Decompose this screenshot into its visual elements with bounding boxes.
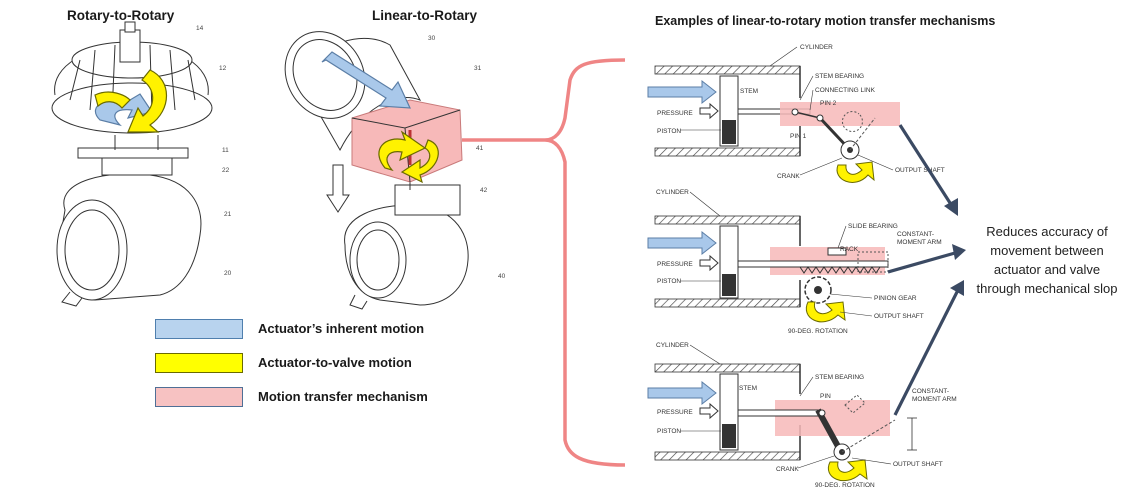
label-pinion-gear: PINION GEAR	[874, 295, 917, 302]
part-number: 20	[224, 270, 232, 277]
pointer-arrows	[887, 124, 966, 416]
label-constant: CONSTANT-	[897, 231, 934, 238]
label-output-shaft: OUTPUT SHAFT	[874, 313, 924, 320]
label-pin-1: PIN 1	[790, 133, 807, 140]
linear-part-numbers: 30 31 41 42 40	[428, 35, 506, 280]
label-slide-bearing: SLIDE BEARING	[848, 223, 898, 230]
label-connecting-link: CONNECTING LINK	[815, 87, 876, 94]
linear-to-rotary-valve	[284, 31, 469, 310]
label-stem-bearing: STEM BEARING	[815, 73, 864, 80]
part-number: 40	[498, 273, 506, 280]
label-piston: PISTON	[657, 278, 681, 285]
legend-label-inherent-motion: Actuator’s inherent motion	[258, 321, 425, 336]
rotary-part-numbers: 14 12 11 22 21 20	[196, 25, 232, 277]
legend-swatch-inherent-motion	[155, 319, 243, 339]
label-constant: CONSTANT-	[912, 388, 949, 395]
label-crank: CRANK	[777, 173, 800, 180]
label-stem-bearing: STEM BEARING	[815, 374, 864, 381]
label-stem: STEM	[739, 385, 757, 392]
label-rotation: 90-DEG. ROTATION	[815, 482, 875, 489]
legend-label-actuator-to-valve: Actuator-to-valve motion	[258, 355, 412, 370]
part-number: 31	[474, 65, 482, 72]
label-pin: PIN	[820, 393, 831, 400]
part-number: 30	[428, 35, 436, 42]
rotary-to-rotary-valve	[51, 21, 213, 307]
part-number: 42	[480, 187, 488, 194]
legend-swatch-transfer-mechanism	[155, 387, 243, 407]
label-pressure: PRESSURE	[657, 110, 693, 117]
label-rotation: 90-DEG. ROTATION	[788, 328, 848, 335]
mechanism-2-diagram	[647, 215, 889, 323]
mechanism-3-labels: CYLINDER STEM BEARING STEM PIN CONSTANT-…	[656, 342, 957, 489]
label-output-shaft: OUTPUT SHAFT	[893, 461, 943, 468]
pink-bracket	[462, 58, 626, 467]
part-number: 21	[224, 211, 232, 218]
mechanism-3-diagram	[647, 363, 917, 482]
part-number: 41	[476, 145, 484, 152]
label-crank: CRANK	[776, 466, 799, 473]
part-number: 11	[222, 147, 229, 154]
label-moment-arm: MOMENT ARM	[912, 396, 957, 403]
label-pressure: PRESSURE	[657, 261, 693, 268]
label-output-shaft: OUTPUT SHAFT	[895, 167, 945, 174]
linear-to-rotary-title: Linear-to-Rotary	[372, 8, 478, 23]
label-pin-2: PIN 2	[820, 100, 837, 107]
part-number: 12	[219, 65, 227, 72]
legend-swatch-actuator-to-valve	[155, 353, 243, 373]
label-piston: PISTON	[657, 428, 681, 435]
label-cylinder: CYLINDER	[656, 342, 689, 349]
label-pressure: PRESSURE	[657, 409, 693, 416]
label-moment-arm: MOMENT ARM	[897, 239, 942, 246]
label-rack: RACK	[840, 246, 859, 253]
examples-title: Examples of linear-to-rotary motion tran…	[655, 14, 996, 28]
rotary-to-rotary-title: Rotary-to-Rotary	[67, 8, 175, 23]
part-number: 22	[222, 167, 230, 174]
legend-label-transfer-mechanism: Motion transfer mechanism	[258, 389, 428, 404]
mechanism-1-diagram	[647, 65, 900, 183]
mechanism-2-labels: CYLINDER SLIDE BEARING RACK CONSTANT- MO…	[656, 189, 942, 335]
slop-note: Reduces accuracy of movement between act…	[976, 224, 1118, 296]
label-piston: PISTON	[657, 128, 681, 135]
mechanism-1-labels: CYLINDER STEM BEARING CONNECTING LINK PI…	[657, 44, 945, 180]
part-number: 14	[196, 25, 204, 32]
label-stem: STEM	[740, 88, 758, 95]
label-cylinder: CYLINDER	[800, 44, 833, 51]
label-cylinder: CYLINDER	[656, 189, 689, 196]
